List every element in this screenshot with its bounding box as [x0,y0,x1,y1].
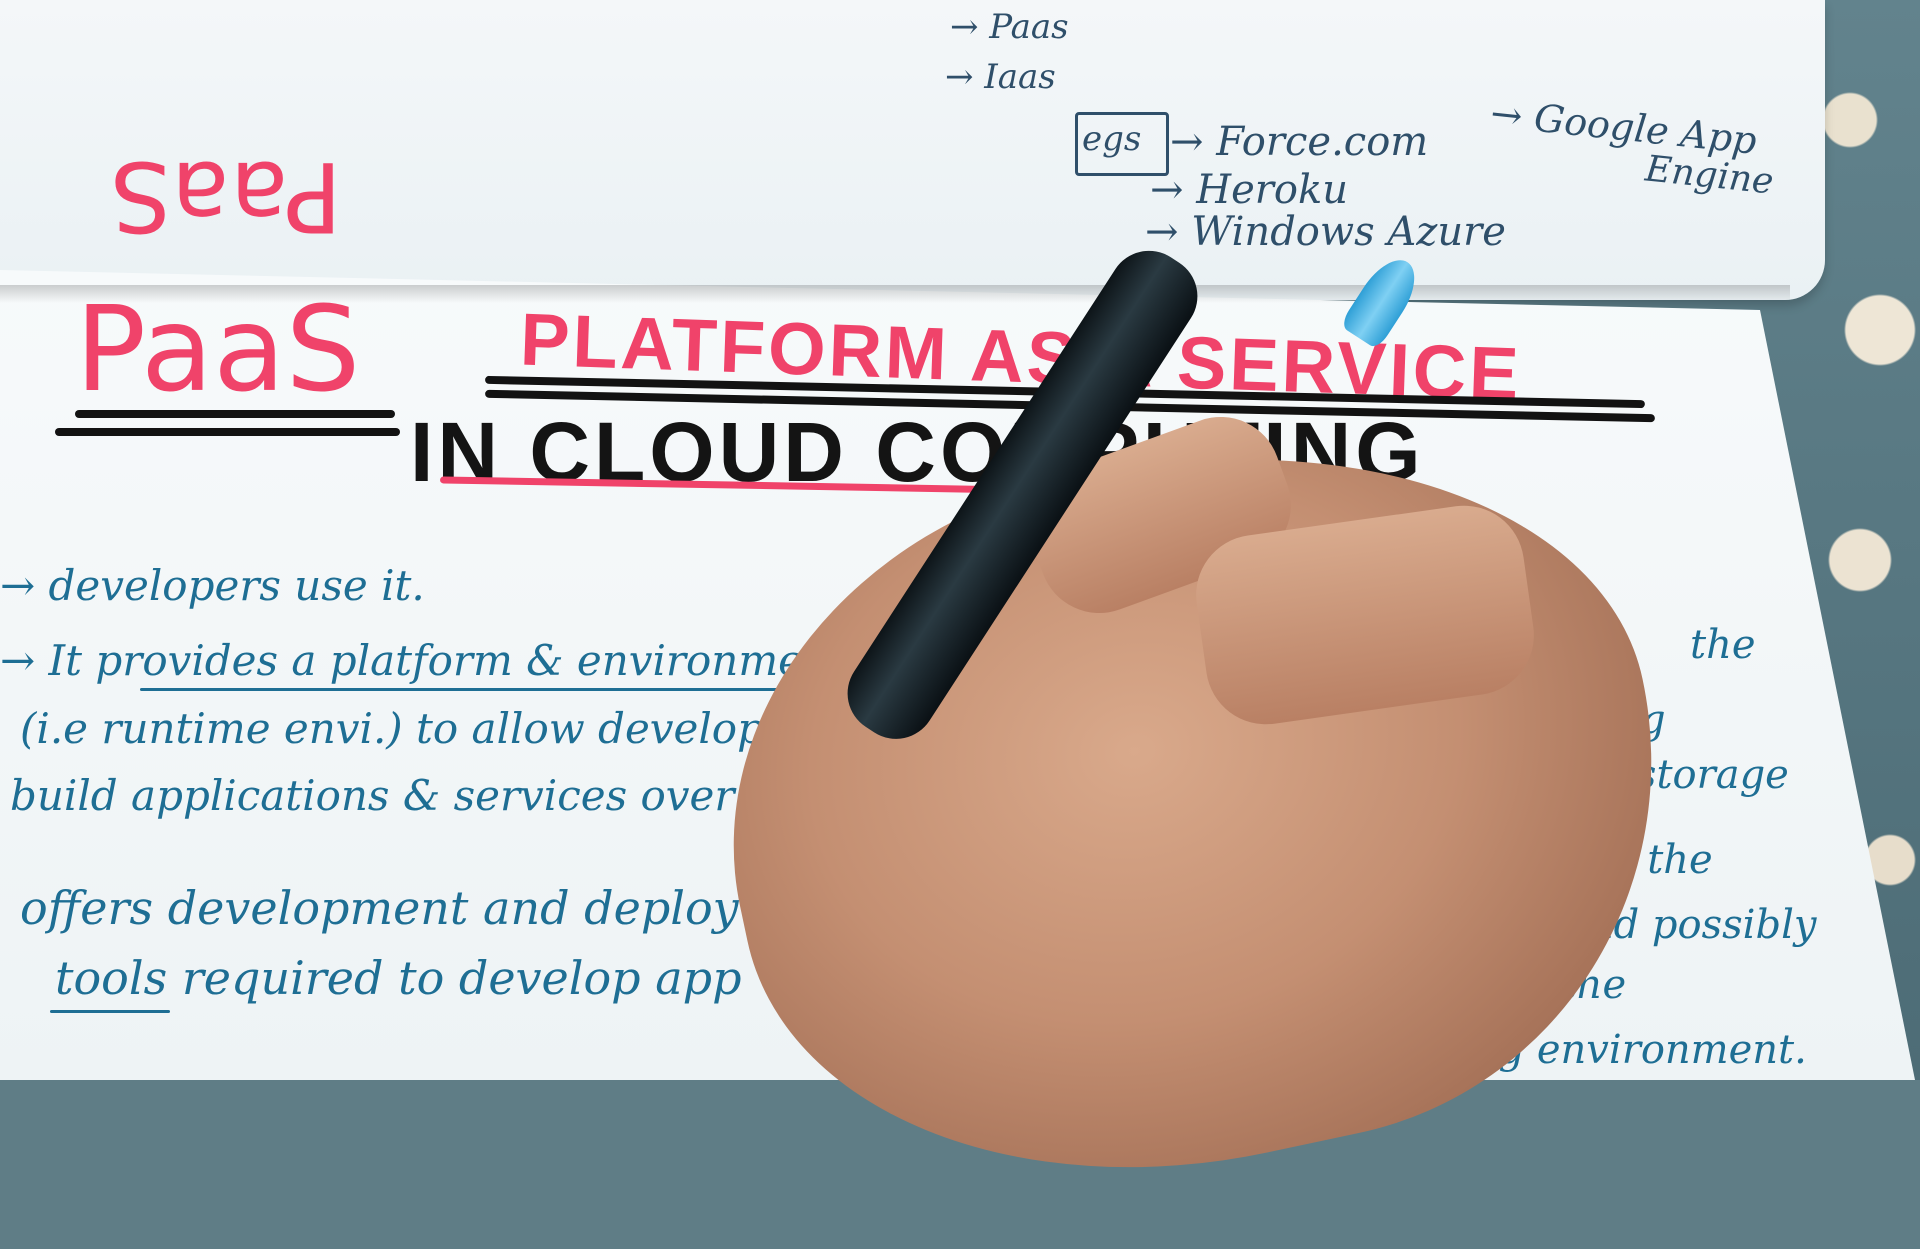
tools-underline [50,1010,170,1013]
body-line-2-underline [140,688,930,691]
body-line-5: offers development and deploy [20,881,739,935]
example-force-com: → Force.com [1170,119,1429,165]
title-underline-2 [55,428,400,436]
egs-label: egs [1082,119,1142,159]
example-heroku: → Heroku [1150,167,1348,213]
page-fold-shadow [0,285,1790,303]
note-paas: → Paas [950,7,1069,47]
body-line-1: → developers use it. [0,561,425,610]
body-line-3: (i.e runtime envi.) to allow developers [20,704,831,753]
egs-box [1075,112,1169,176]
title-abbrev: PaaS [75,280,361,418]
notebook-top-page [0,0,1825,300]
body-line-4: build applications & services over the i [10,771,844,820]
body-line-6: tools required to develop app [55,951,742,1005]
example-windows-azure: → Windows Azure [1145,209,1506,255]
note-iaas: → Iaas [945,57,1056,97]
body-line-2: → It provides a platform & environment [0,636,847,685]
title-underline-1 [75,410,395,418]
fragment-the: the [1690,622,1756,668]
flipped-heading: PaaS [110,140,343,252]
